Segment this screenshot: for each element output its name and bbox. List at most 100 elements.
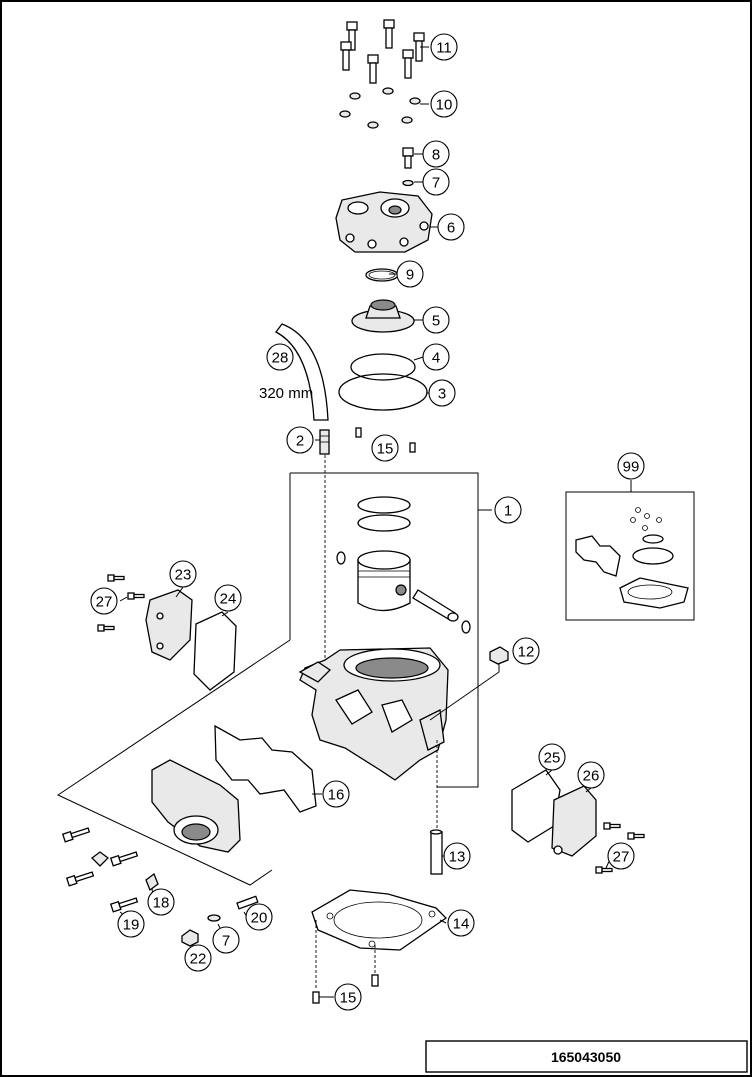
callout-8: 8 [422,140,450,168]
callout-label: 7 [432,175,440,192]
callout-19: 19 [117,910,145,938]
callout-27: 27 [90,587,118,615]
intake-gasket [214,724,317,813]
screws [97,574,145,632]
callouts: 11 10 8 7 6 9 5 4 3 28 2 15 1 99 23 27 24 12 16 25 26 27 13 14 2… [90,33,645,1011]
callout-27: 27 [607,842,635,870]
callout-23: 23 [169,560,197,588]
callout-label: 18 [153,895,170,912]
piston-pin [412,589,459,622]
callout-label: 15 [340,990,357,1007]
circlip [461,620,471,634]
cylinder-head [335,191,433,253]
nozzle [319,429,330,455]
plug-screw [402,147,414,169]
callout-24: 24 [214,584,242,612]
seal-ring [402,179,414,187]
callout-25: 25 [538,743,566,771]
dowel-pin [409,442,416,453]
cylinder-head-bolts [340,19,425,84]
callout-label: 23 [175,567,192,584]
callout-label: 25 [544,750,561,767]
lower-stud [236,895,259,910]
callout-label: 20 [251,910,268,927]
callout-label: 11 [436,40,452,57]
control-cover [145,589,193,661]
drawing-number: 165043050 [551,1049,621,1065]
callout-5: 5 [422,306,450,334]
callout-label: 19 [123,917,140,934]
callout-label: 4 [432,350,440,367]
callout-label: 13 [449,849,466,866]
callout-label: 6 [447,220,455,237]
callout-99: 99 [617,452,645,480]
washers [339,87,421,129]
assembly-box [290,472,479,788]
base-gasket [311,889,448,951]
callout-9: 9 [396,260,424,288]
callout-22: 22 [184,944,212,972]
callout-label: 27 [613,849,630,866]
callout-label: 16 [328,787,345,804]
callout-18: 18 [147,888,175,916]
callout-14: 14 [447,909,475,937]
cover-gasket [193,611,237,691]
callout-2: 2 [286,426,314,454]
callout-4: 4 [422,343,450,371]
piston-rings [357,496,411,532]
callout-label: 5 [432,313,440,330]
callout-label: 28 [272,350,289,367]
callout-label: 8 [432,147,440,164]
callout-label: 1 [504,503,512,520]
dowel-pin [312,991,320,1004]
callout-label: 14 [453,916,470,933]
callout-label: 3 [438,386,446,403]
callout-15: 15 [371,434,399,462]
stud [429,829,443,875]
intake-flange [151,759,241,853]
callout-15: 15 [334,983,362,1011]
nut [489,646,509,665]
callout-label: 22 [190,951,207,968]
callout-6: 6 [437,213,465,241]
callout-11: 11 [430,33,458,61]
piston [357,550,411,612]
callout-label: 99 [623,459,640,476]
drawing-number-box [425,1040,748,1073]
callout-label: 7 [222,933,230,950]
callout-label: 10 [436,97,453,114]
cylinder [298,647,449,781]
combustion-chamber-insert [351,299,415,333]
callout-label: 26 [583,768,600,785]
callout-13: 13 [443,842,471,870]
callout-28: 28 [266,343,294,371]
callout-label: 9 [406,267,414,284]
callout-10: 10 [430,90,458,118]
screws-right [595,822,645,874]
callout-12: 12 [512,637,540,665]
hose-length-label: 320 mm [259,385,313,402]
dowel-pin [355,427,362,438]
callout-7: 7 [212,926,240,954]
breather-hose [275,323,329,421]
callout-label: 24 [220,591,237,608]
circlip [336,551,346,565]
callout-1: 1 [494,496,522,524]
callout-26: 26 [577,761,605,789]
dowel-pin [371,974,379,987]
o-ring-large [338,373,428,411]
clamps [91,851,159,892]
callout-7: 7 [422,168,450,196]
callout-20: 20 [245,903,273,931]
o-ring-small [350,353,416,381]
callout-label: 27 [96,594,113,611]
lower-washer [207,914,221,922]
gasket-kit-box [565,491,695,621]
callout-3: 3 [428,379,456,407]
callout-label: 12 [518,644,535,661]
leader-lines [119,46,613,998]
lower-nut [181,929,199,947]
flange-bolts [61,827,139,913]
